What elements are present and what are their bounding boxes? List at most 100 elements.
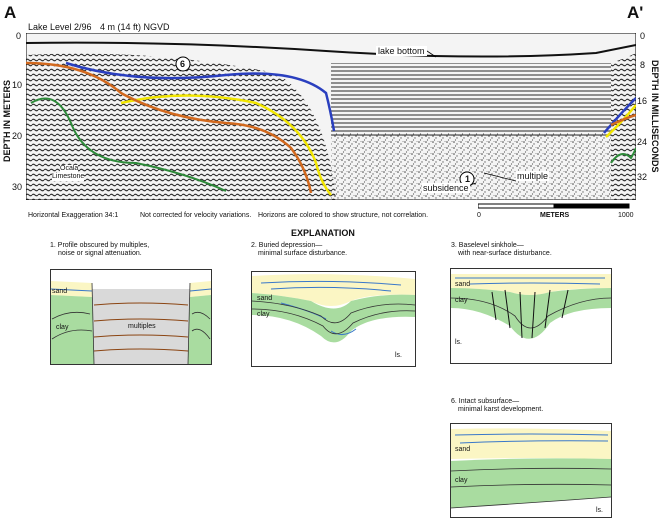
panel-3-clay-label: clay [455,297,468,304]
panel-6-clay [451,458,611,508]
panel-1-clay-curve-right-2 [191,328,211,340]
panel-3-fault-4 [531,291,536,339]
right-axis-title: DEPTH IN MILLISECONDS [650,60,660,173]
panel-3-fault-2 [504,289,511,329]
ocala-label-line1: Ocala [60,165,79,173]
panel-2-clay-line-1 [251,300,416,324]
panel-3-title-1: 3. Baselevel sinkhole— [451,242,524,249]
panel-1-title-2: noise or signal attenuation. [58,250,142,257]
profile-label-a: A [4,3,17,22]
panel-2-blue-2 [270,286,392,292]
note-velocity: Not corrected for velocity variations. [140,212,252,219]
panel-2-clay [252,293,415,343]
panel-3-fault-3 [519,291,523,339]
right-tick-32: 32 [637,172,648,182]
horizon-orange [26,61,313,194]
lake-bottom-reflector [26,41,636,58]
lake-level-label: Lake Level 2/96 [28,22,92,32]
panel-2-sand-label: sand [257,295,273,302]
right-horizon-green [610,147,636,164]
panel-1-multiples-label: multiples [128,323,156,330]
lake-level-value: 4 m (14 ft) NGVD [100,22,170,32]
panel-2-ls-label: ls. [395,352,402,359]
panel-3-blue-2 [469,282,601,285]
seismic-profile [26,33,636,200]
profile-label-a-prime: A' [627,3,644,22]
panel-1-multiples-zone [92,289,190,364]
panel-1-diagram [50,269,212,365]
right-tick-24: 24 [637,137,648,147]
panel-1-multiple-3 [93,334,189,338]
panel-3-diagram [450,268,612,364]
right-horizon-yellow [605,104,636,138]
right-tick-8: 8 [640,60,646,70]
scale-bar-black [553,203,630,209]
panel-3-title-2: with near-surface disturbance. [458,250,552,257]
panel-2-diagram [251,271,416,367]
note-exaggeration: Horizontal Exaggeration 34:1 [28,212,119,219]
panel-2-blue-1 [260,280,402,286]
panel-3-sand-label: sand [455,281,471,288]
lake-bottom-label: lake bottom [376,46,427,56]
panel-2-title-2: minimal surface disturbance. [258,250,348,257]
left-axis-title: DEPTH IN METERS [2,80,12,163]
panel-1-title-1: 1. Profile obscured by multiples, [50,242,150,249]
panel-6-blue-2 [459,440,609,444]
panel-6-clay-label: clay [455,477,468,484]
panel-1-sand-label: sand [52,288,68,295]
panel-1-wall-left [91,282,95,365]
panel-1-clay-label: clay [56,324,69,331]
scale-label: METERS [540,212,570,219]
panel-3-fault-1 [491,291,497,321]
right-tick-16: 16 [637,96,648,106]
panel-6-title-1: 6. Intact subsurface— [451,398,520,405]
panel-1-sand-left [51,281,92,297]
panel-2-title-1: 2. Buried depression— [251,242,323,249]
left-reflector-zone [26,53,336,200]
panel-6-diagram [450,423,612,518]
scale-bar-white [478,203,555,209]
marker-6-label: 6 [180,59,186,69]
panel-6-clay-base [450,496,612,509]
panel-3-fault-6 [561,289,569,319]
panel-1-multiple-2 [93,318,189,322]
panel-6-clay-line-2 [450,483,612,488]
multiple-label: multiple [516,171,550,181]
panel-6-ls-label: ls. [596,507,603,514]
right-reflector-zone [611,53,636,200]
panel-6-clay-line-1 [450,467,612,472]
panel-3-clay [451,288,611,339]
horizon-blue [65,61,336,132]
scale-end: 1000 [618,212,634,219]
scale-start: 0 [477,212,481,219]
panel-2-clay-label: clay [257,311,270,318]
panel-1-multiple-1 [93,302,189,306]
panel-6-blue-1 [454,433,609,436]
left-tick-20: 20 [12,131,23,141]
panel-3-fault-5 [544,289,551,329]
marker-1-label: 1 [465,174,471,184]
panel-1-clay-curve-left-2 [51,329,93,340]
note-horizons: Horizons are colored to show structure, … [258,212,429,219]
panel-6-title-2: minimal karst development. [458,406,544,413]
panel-1-wall-right [187,282,191,365]
panel-2-clay-line-2 [251,308,416,335]
left-tick-10: 10 [12,80,23,90]
ocala-label-line2: Limestone [52,173,85,181]
panel-3-clay-line [450,297,612,329]
marker-6-circle [175,56,191,72]
panel-1-multiple-4 [93,348,189,352]
right-tick-0: 0 [640,31,646,41]
panel-6-sand-label: sand [455,446,471,453]
panel-1-blue-left [50,288,93,292]
panel-3-ls-label: ls. [455,339,462,346]
panel-1-sand-right [190,281,211,297]
panel-6-sand [451,428,611,459]
explanation-title: EXPLANATION [291,228,355,238]
multiple-leader [483,172,517,182]
subsidence-label: subsidence [422,183,470,193]
panel-1-blue-right [189,288,212,292]
horizon-yellow [120,94,332,196]
panel-1-clay-curve-right-1 [191,311,211,320]
middle-noise-zone [331,133,611,200]
